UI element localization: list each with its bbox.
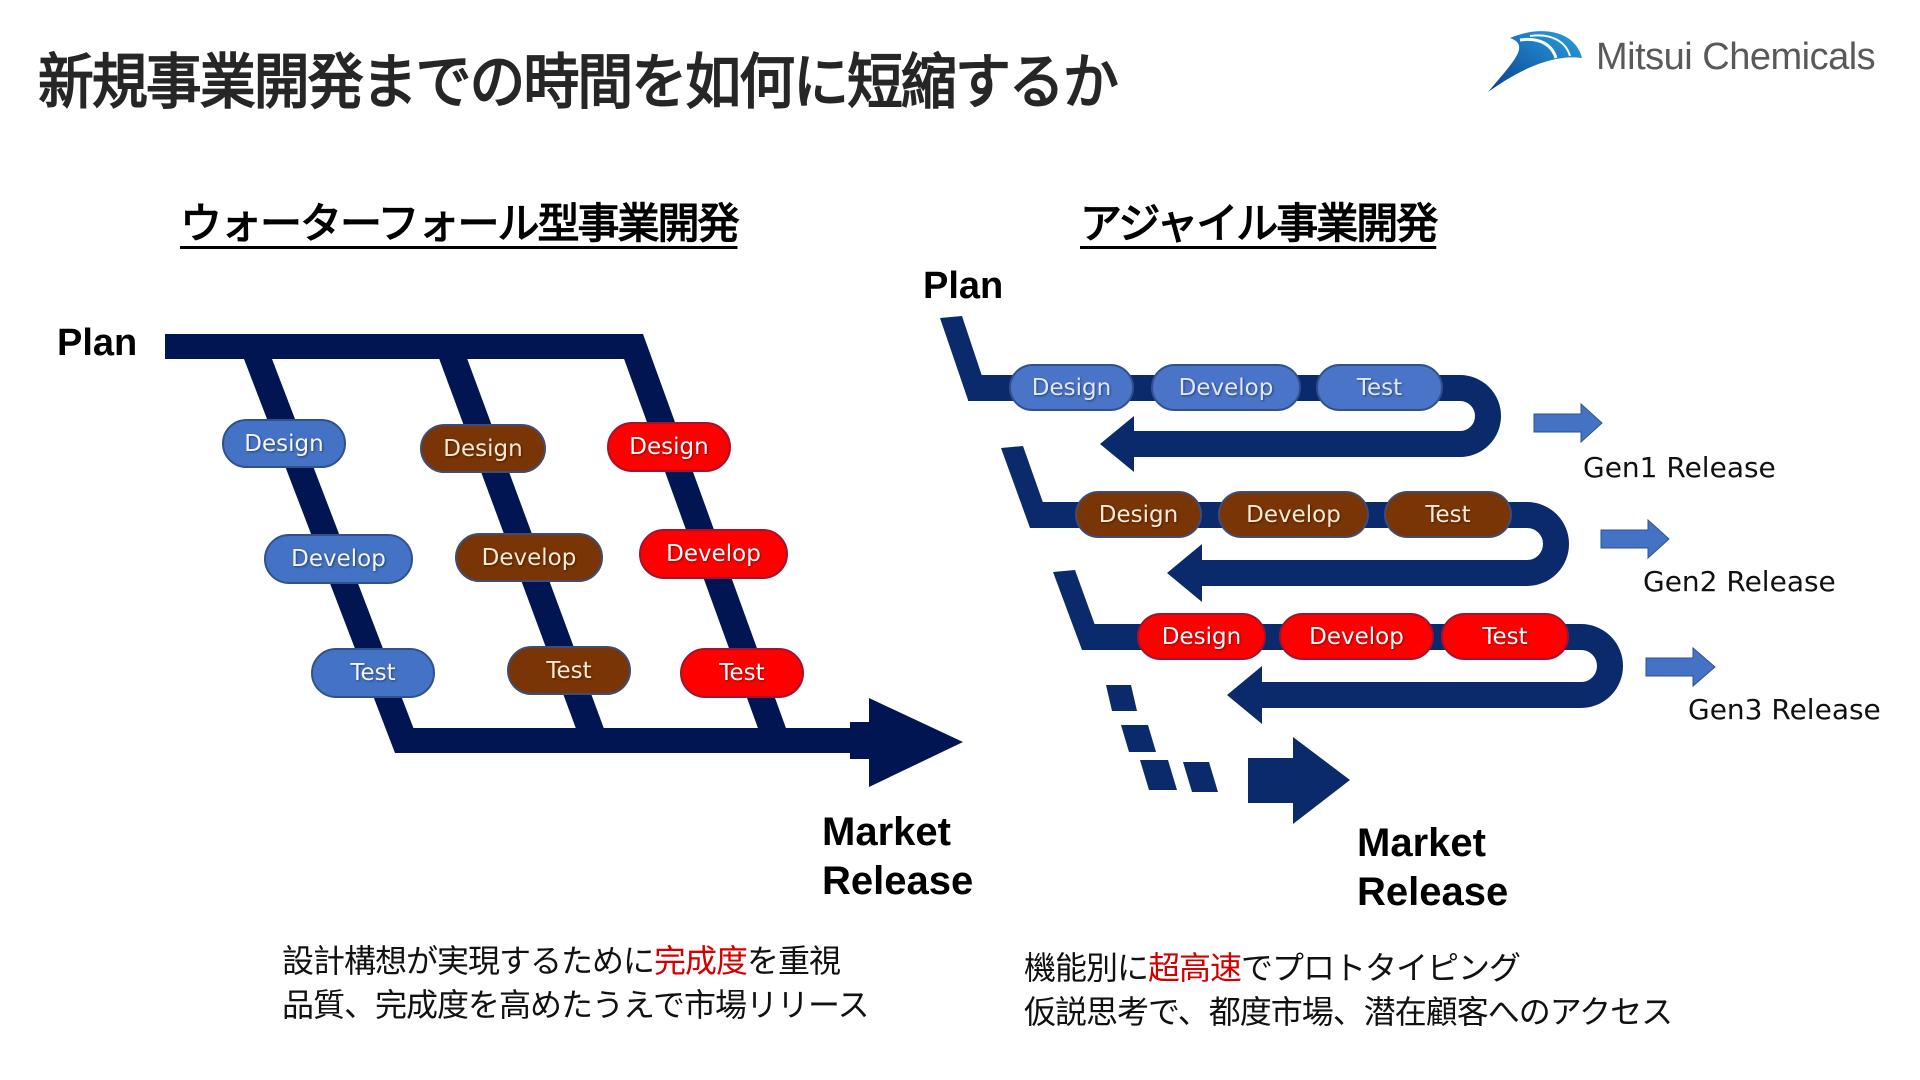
agile-gen1-test-step: Test xyxy=(1316,364,1443,411)
waterfall-release-arrow-icon xyxy=(850,698,963,787)
agile-gen2-design-step: Design xyxy=(1075,491,1202,538)
waterfall-col3-design-step: Design xyxy=(607,422,731,472)
agile-loop-2 xyxy=(1030,502,1569,586)
market-text: Market xyxy=(1357,821,1486,865)
agile-note-line1: 機能別に超高速でプロトタイピング xyxy=(1024,946,1672,990)
agile-gen3-develop-step: Develop xyxy=(1279,613,1434,660)
market-text: Market xyxy=(822,810,951,854)
waterfall-col1-test-step: Test xyxy=(311,648,435,698)
agile-gen2-develop-step: Develop xyxy=(1218,491,1369,538)
agile-continuation-dashes xyxy=(1106,685,1218,792)
waterfall-col2-design-step: Design xyxy=(420,424,546,473)
waterfall-col2-develop-step: Develop xyxy=(455,533,603,582)
gen2-release-arrow-icon xyxy=(1600,518,1670,560)
agile-heading: アジャイル事業開発 xyxy=(1080,199,1438,248)
agile-loop-1 xyxy=(968,375,1501,457)
release-text: Release xyxy=(822,859,974,903)
note-text: 設計構想が実現するために xyxy=(282,942,655,980)
note-text: でプロトタイピング xyxy=(1241,949,1521,987)
agile-return-arrow-1-icon xyxy=(1100,416,1134,472)
gen1-release-label: Gen1 Release xyxy=(1583,451,1776,484)
waterfall-release-bar xyxy=(396,728,871,753)
waterfall-market-release-label: Market Release xyxy=(822,808,973,906)
agile-gen2-test-step: Test xyxy=(1384,491,1512,538)
agile-gen1-develop-step: Develop xyxy=(1151,364,1301,411)
note-emphasis: 超高速 xyxy=(1148,949,1242,987)
agile-return-arrow-3-icon xyxy=(1227,666,1262,724)
agile-note-line2: 仮説思考で、都度市場、潜在顧客へのアクセス xyxy=(1024,993,1673,1031)
dash-3 xyxy=(1140,760,1177,790)
dash-1 xyxy=(1106,685,1137,711)
waterfall-col1-design-step: Design xyxy=(222,419,346,468)
note-emphasis: 完成度 xyxy=(654,942,748,980)
dash-2 xyxy=(1121,725,1156,752)
gen3-release-arrow-icon xyxy=(1645,646,1716,688)
agile-gen3-design-step: Design xyxy=(1137,613,1266,660)
waterfall-col3-develop-step: Develop xyxy=(639,529,788,579)
agile-loop-3 xyxy=(1082,624,1623,708)
agile-plan-label: Plan xyxy=(923,265,1004,307)
waterfall-plan-label: Plan xyxy=(57,322,138,364)
waterfall-col1-develop-step: Develop xyxy=(264,534,413,584)
gen3-release-label: Gen3 Release xyxy=(1688,693,1881,726)
waterfall-col3-test-step: Test xyxy=(680,648,804,698)
agile-note: 機能別に超高速でプロトタイピング 仮説思考で、都度市場、潜在顧客へのアクセス xyxy=(1024,946,1673,1034)
note-text: 機能別に xyxy=(1024,949,1149,987)
gen2-release-label: Gen2 Release xyxy=(1643,565,1836,598)
page-title: 新規事業開発までの時間を如何に短縮するか xyxy=(38,48,1119,118)
note-text: を重視 xyxy=(747,942,841,980)
waterfall-note: 設計構想が実現するために完成度を重視 品質、完成度を高めたうえで市場リリース xyxy=(282,939,869,1027)
company-logo-text: Mitsui Chemicals xyxy=(1596,36,1876,78)
release-text: Release xyxy=(1357,870,1509,914)
waterfall-plan-bar xyxy=(165,334,643,359)
agile-market-arrow-icon xyxy=(1248,737,1350,824)
agile-market-release-label: Market Release xyxy=(1357,819,1508,917)
waterfall-note-line1: 設計構想が実現するために完成度を重視 xyxy=(282,939,868,983)
waterfall-heading: ウォーターフォール型事業開発 xyxy=(180,199,739,248)
agile-gen3-test-step: Test xyxy=(1441,613,1569,660)
waterfall-col2-test-step: Test xyxy=(507,646,631,695)
waterfall-note-line2: 品質、完成度を高めたうえで市場リリース xyxy=(282,986,869,1024)
agile-flow xyxy=(940,316,1623,824)
gen1-release-arrow-icon xyxy=(1533,402,1603,444)
agile-gen1-design-step: Design xyxy=(1009,364,1134,411)
agile-return-arrow-2-icon xyxy=(1167,544,1202,602)
dash-4 xyxy=(1183,762,1218,792)
